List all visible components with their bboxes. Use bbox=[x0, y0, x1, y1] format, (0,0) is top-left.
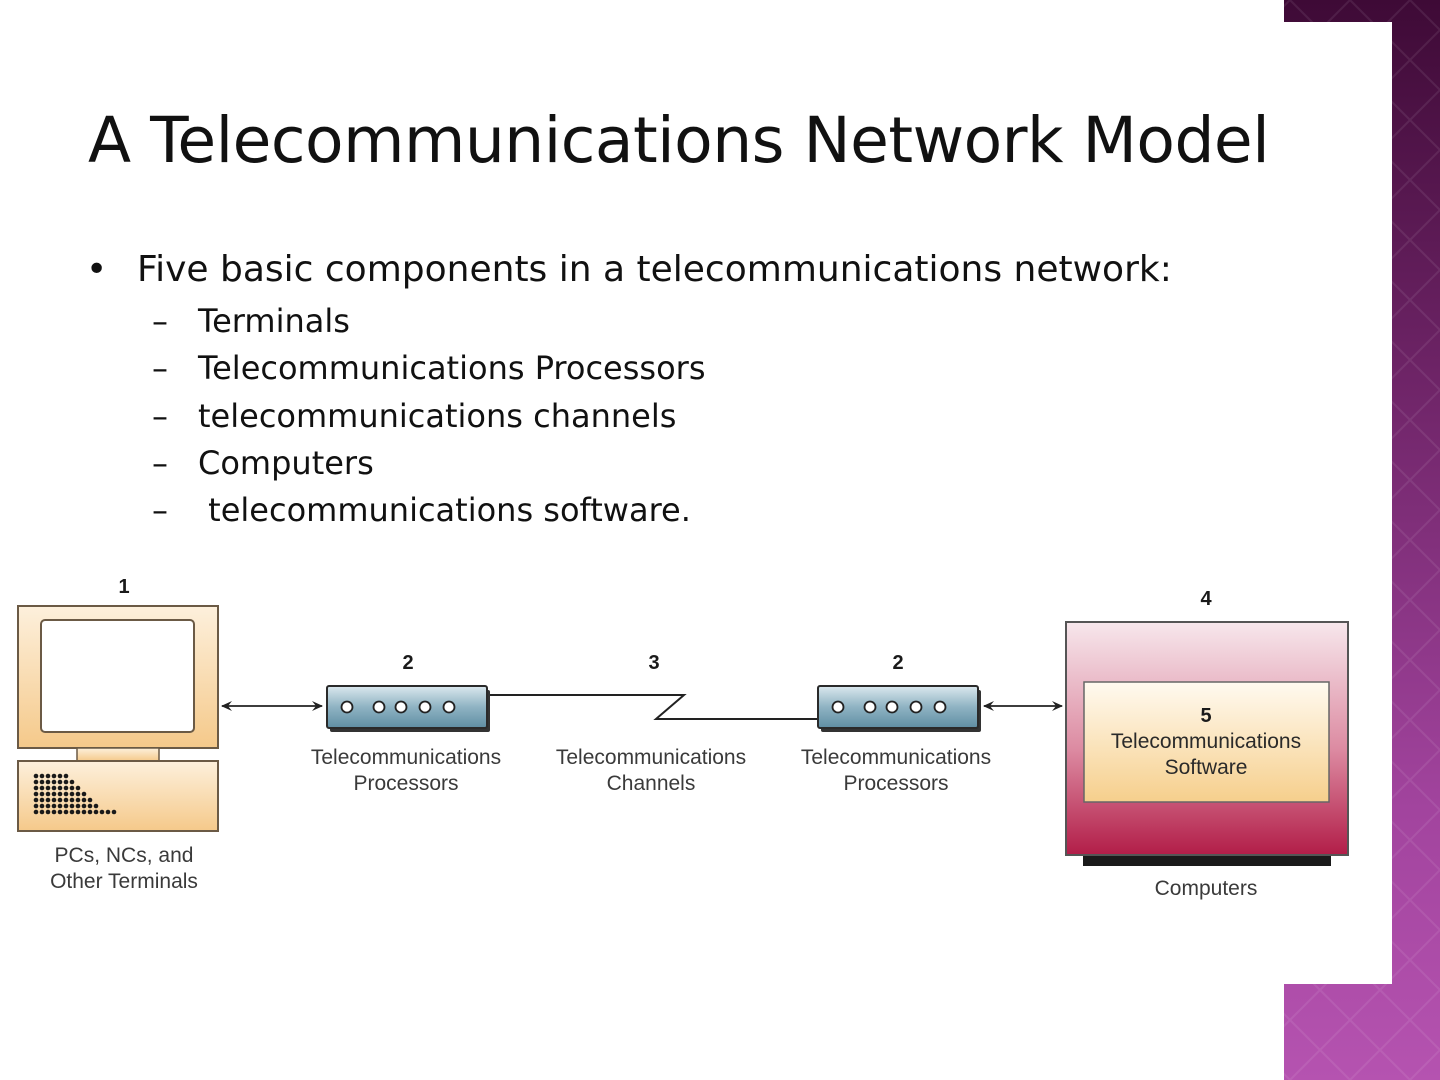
processor-right-label-line2: Processors bbox=[843, 772, 949, 795]
processor-right-icon bbox=[817, 685, 981, 732]
processor-left-label-line1: Telecommunications bbox=[310, 746, 502, 769]
slide-title: A Telecommunications Network Model bbox=[88, 104, 1270, 177]
processor-left-icon bbox=[326, 685, 490, 732]
software-label-line2: Software bbox=[1164, 756, 1248, 779]
processor-left-label: Telecommunications Processors bbox=[296, 745, 516, 797]
terminal-icon bbox=[17, 605, 219, 832]
channel-number: 3 bbox=[648, 652, 660, 674]
processor-right-number: 2 bbox=[892, 652, 904, 674]
sub-item-dash: – bbox=[152, 444, 168, 482]
terminal-label: PCs, NCs, and Other Terminals bbox=[24, 843, 224, 895]
sub-item-dash: – bbox=[152, 302, 168, 340]
sub-item-dash: – bbox=[152, 491, 168, 529]
software-label: Telecommunications Software bbox=[1096, 729, 1316, 781]
sub-item-text: Computers bbox=[198, 444, 374, 482]
software-number: 5 bbox=[1200, 705, 1212, 727]
computer-icon bbox=[1065, 621, 1349, 866]
bullet-dot: • bbox=[86, 249, 108, 290]
channel-label: Telecommunications Channels bbox=[541, 745, 761, 797]
sub-item-text: telecommunications software. bbox=[198, 491, 691, 529]
processor-left-label-line2: Processors bbox=[353, 772, 459, 795]
computer-label: Computers bbox=[1154, 877, 1258, 900]
terminal-label-line1: PCs, NCs, and bbox=[54, 844, 194, 867]
sub-item-text: Terminals bbox=[198, 302, 350, 340]
channel-label-line2: Channels bbox=[606, 772, 696, 795]
sub-item-text: Telecommunications Processors bbox=[198, 349, 706, 387]
bullet-text: Five basic components in a telecommunica… bbox=[137, 249, 1172, 290]
keyboard-icon bbox=[33, 773, 117, 815]
channel-label-line1: Telecommunications bbox=[555, 746, 747, 769]
terminal-label-line2: Other Terminals bbox=[50, 870, 198, 893]
channel-line bbox=[490, 694, 818, 720]
terminal-number: 1 bbox=[118, 576, 130, 598]
processor-right-label-line1: Telecommunications bbox=[800, 746, 992, 769]
computer-number: 4 bbox=[1200, 588, 1212, 610]
sub-item-dash: – bbox=[152, 397, 168, 435]
processor-right-label: Telecommunications Processors bbox=[786, 745, 1006, 797]
processor-left-number: 2 bbox=[402, 652, 414, 674]
sub-item-text: telecommunications channels bbox=[198, 397, 677, 435]
sub-item-dash: – bbox=[152, 349, 168, 387]
software-label-line1: Telecommunications bbox=[1110, 730, 1302, 753]
